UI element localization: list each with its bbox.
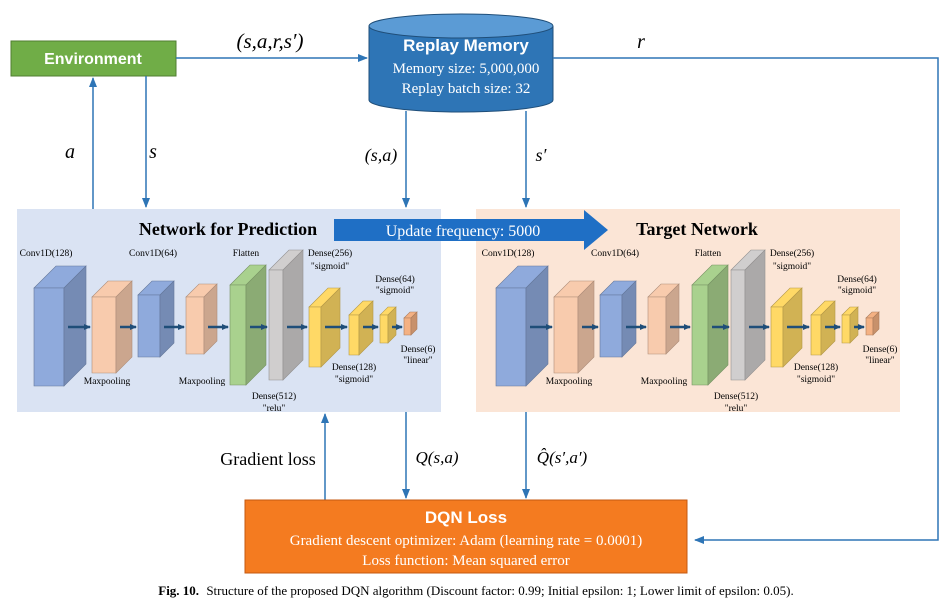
prediction-layer-dense6 [403, 311, 418, 336]
prediction-label-conv2: Conv1D(64) [129, 248, 177, 259]
prediction-layer-dense512 [268, 249, 304, 381]
caption-text: Structure of the proposed DQN algorithm … [206, 583, 793, 598]
target-layer-conv2 [599, 280, 637, 358]
prediction-label-dense512: Dense(512) [252, 391, 296, 402]
prediction-label-flatten: Flatten [233, 249, 260, 259]
prediction-layer-maxpool2 [185, 283, 218, 355]
prediction-label-dense64: Dense(64) [375, 274, 415, 285]
target-label-dense128-act: "sigmoid" [797, 375, 835, 385]
gradient-loss-label: Gradient loss [220, 449, 315, 469]
optimizer-text: Gradient descent optimizer: Adam (learni… [290, 533, 643, 549]
action-label: a [65, 141, 75, 163]
prediction-label-dense128: Dense(128) [332, 362, 376, 373]
target-label-maxpool2: Maxpooling [641, 377, 688, 387]
target-label-dense128: Dense(128) [794, 362, 838, 373]
prediction-label-dense128-act: "sigmoid" [335, 375, 373, 385]
environment-node: Environment [10, 40, 177, 77]
target-layer-dense6 [865, 311, 880, 336]
prediction-layer-flatten [229, 264, 267, 386]
prediction-label-dense512-act: "relu" [263, 404, 286, 414]
state-label: s [149, 141, 157, 163]
memory-size: Memory size: 5,000,000 [393, 61, 540, 77]
target-label-flatten: Flatten [695, 249, 722, 259]
replay-memory-node: Replay Memory Memory size: 5,000,000 Rep… [368, 13, 554, 113]
replay-memory-title: Replay Memory [403, 36, 529, 55]
update-arrow: Update frequency: 5000 [334, 210, 608, 250]
target-label-dense512-act: "relu" [725, 404, 748, 414]
q-pred-label: Q(s,a) [416, 448, 459, 467]
target-layer-conv1 [495, 265, 549, 387]
loss-function-text: Loss function: Mean squared error [362, 553, 569, 569]
target-layer-dense512 [730, 249, 766, 381]
target-layer-flatten [691, 264, 729, 386]
prediction-label-dense256-act: "sigmoid" [311, 262, 349, 272]
target-layer-maxpool2 [647, 283, 680, 355]
caption-prefix: Fig. 10. [158, 583, 199, 598]
reward-arrow [553, 57, 939, 544]
prediction-layer-conv2 [137, 280, 175, 358]
target-label-dense512: Dense(512) [714, 391, 758, 402]
environment-label: Environment [44, 51, 142, 68]
batch-size: Replay batch size: 32 [402, 81, 531, 97]
prediction-label-conv1: Conv1D(128) [20, 248, 73, 259]
target-label-maxpool1: Maxpooling [546, 377, 593, 387]
connectors [89, 54, 939, 544]
figure-caption: Fig. 10. Structure of the proposed DQN a… [158, 583, 793, 598]
target-label-dense256: Dense(256) [770, 248, 814, 259]
target-label-dense6-act: "linear" [865, 356, 895, 366]
sample-next-label: s′ [536, 145, 548, 165]
target-label-dense256-act: "sigmoid" [773, 262, 811, 272]
transition-label: (s,a,r,s′) [236, 29, 303, 53]
dqn-loss-title: DQN Loss [425, 508, 507, 527]
prediction-label-dense256: Dense(256) [308, 248, 352, 259]
prediction-label-dense6: Dense(6) [401, 344, 436, 355]
prediction-label-maxpool2: Maxpooling [179, 377, 226, 387]
dqn-loss-node: DQN Loss Gradient descent optimizer: Ada… [244, 499, 688, 574]
q-target-label: Q̂(s′,a′) [537, 448, 588, 467]
update-frequency-label: Update frequency: 5000 [386, 223, 541, 240]
target-layer-dense64 [841, 306, 859, 344]
target-label-conv2: Conv1D(64) [591, 248, 639, 259]
prediction-title: Network for Prediction [139, 219, 317, 239]
target-label-conv1: Conv1D(128) [482, 248, 535, 259]
target-label-dense64: Dense(64) [837, 274, 877, 285]
target-label-dense64-act: "sigmoid" [838, 286, 876, 296]
target-network: Conv1D(128) Conv1D(64) Flatten Dense(256) "s… [482, 248, 898, 414]
prediction-label-dense6-act: "linear" [403, 356, 433, 366]
sample-sa-label: (s,a) [365, 145, 398, 166]
prediction-label-maxpool1: Maxpooling [84, 377, 131, 387]
prediction-layer-dense64 [379, 306, 397, 344]
target-label-dense6: Dense(6) [863, 344, 898, 355]
target-title: Target Network [636, 219, 758, 239]
prediction-network: Conv1D(128) Conv1D(64) Flatten Dense(256) "s… [20, 248, 436, 414]
reward-label: r [637, 31, 645, 53]
prediction-layer-maxpool1 [91, 280, 133, 374]
prediction-label-dense64-act: "sigmoid" [376, 286, 414, 296]
